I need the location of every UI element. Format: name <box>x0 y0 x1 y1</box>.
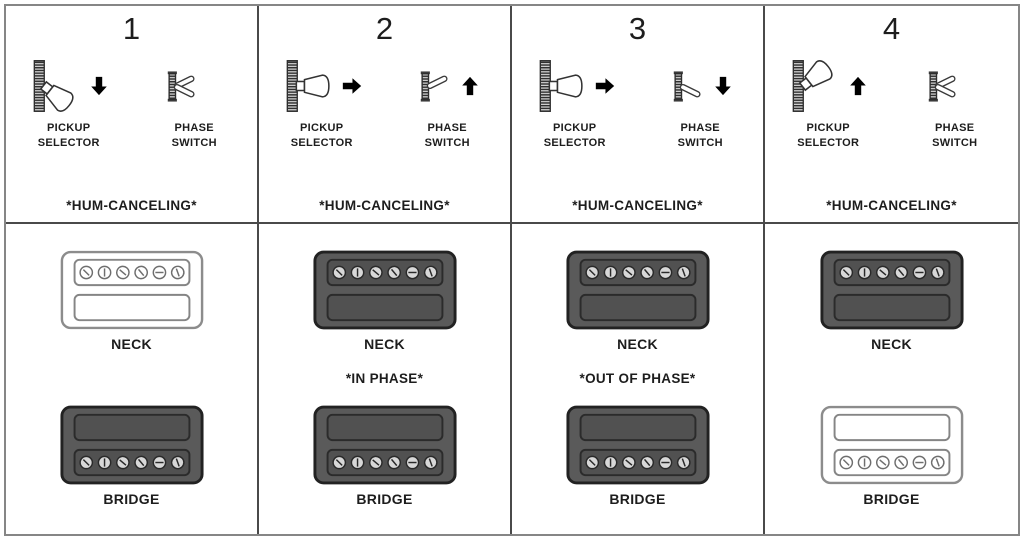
phase-switch-toggle-icon <box>168 71 195 102</box>
hum-canceling-label: *HUM-CANCELING* <box>572 198 703 213</box>
phase-switch-label: PHASE SWITCH <box>171 122 217 149</box>
neck-pickup <box>565 249 711 331</box>
pickup-selector-block: PICKUP SELECTOR <box>6 54 132 151</box>
controls-row: PICKUP SELECTOR <box>6 54 257 151</box>
pickup-selector-block: PICKUP SELECTOR <box>512 54 638 151</box>
position-number: 4 <box>882 11 901 46</box>
hum-canceling-label: *HUM-CANCELING* <box>826 198 957 213</box>
bridge-pickup <box>565 404 711 486</box>
neck-label: NECK <box>364 336 405 352</box>
phase-direction-arrow-icon <box>715 76 732 96</box>
phase-switch-label: PHASE SWITCH <box>932 122 978 149</box>
bridge-label: BRIDGE <box>356 490 413 507</box>
pickup-selector-label: PICKUP SELECTOR <box>37 122 100 149</box>
phase-note: *IN PHASE* <box>345 370 424 386</box>
pickup-selector-lever-icon <box>33 60 77 115</box>
bridge-label: BRIDGE <box>863 490 920 507</box>
phase-switch-block: PHASE SWITCH <box>638 54 764 151</box>
controls-row: PICKUP SELECTOR <box>259 54 510 151</box>
neck-label: NECK <box>871 336 912 352</box>
pickup-states-cell: NECK BRIDGE <box>6 224 257 534</box>
bridge-label: BRIDGE <box>103 490 160 507</box>
hum-canceling-label: *HUM-CANCELING* <box>319 198 450 213</box>
controls-row: PICKUP SELECTOR <box>765 54 1018 151</box>
switch-position-table: 1 PICKUP SELECTOR <box>4 4 1020 536</box>
controls-cell: 2 PICKUP SELECTOR <box>259 6 510 224</box>
neck-pickup <box>819 249 965 331</box>
hum-canceling-label: *HUM-CANCELING* <box>66 198 197 213</box>
phase-switch-toggle-icon <box>928 71 956 102</box>
phase-switch-toggle-icon <box>674 71 701 102</box>
neck-pickup <box>312 249 458 331</box>
selector-direction-arrow-icon <box>342 78 361 94</box>
bridge-pickup <box>819 404 965 486</box>
bridge-pickup <box>312 404 458 486</box>
pickup-selector-label: PICKUP SELECTOR <box>290 122 353 149</box>
phase-switch-block: PHASE SWITCH <box>385 54 511 151</box>
phase-switch-toggle-icon <box>421 71 448 102</box>
neck-label: NECK <box>111 336 152 352</box>
phase-switch-label: PHASE SWITCH <box>677 122 723 149</box>
pickup-states-cell: NECK *IN PHASE* BRIDGE <box>259 224 510 534</box>
position-number: 1 <box>122 11 141 46</box>
controls-row: PICKUP SELECTOR <box>512 54 763 151</box>
phase-direction-arrow-icon <box>462 76 479 96</box>
pickup-selector-lever-icon <box>539 60 583 113</box>
pickup-selector-block: PICKUP SELECTOR <box>765 54 892 151</box>
controls-cell: 1 PICKUP SELECTOR <box>6 6 257 224</box>
neck-pickup <box>59 249 205 331</box>
pickup-states-cell: NECK BRIDGE <box>765 224 1018 534</box>
phase-switch-block: PHASE SWITCH <box>892 54 1019 151</box>
neck-label: NECK <box>617 336 658 352</box>
selector-direction-arrow-icon <box>595 78 614 94</box>
controls-cell: 4 PICKUP SELECTOR <box>765 6 1018 224</box>
controls-cell: 3 PICKUP SELECTOR <box>512 6 763 224</box>
bridge-label: BRIDGE <box>609 490 666 507</box>
phase-switch-block: PHASE SWITCH <box>132 54 258 151</box>
pickup-selector-label: PICKUP SELECTOR <box>543 122 606 149</box>
position-column-2: 2 PICKUP SELECTOR <box>259 6 512 534</box>
phase-note: *OUT OF PHASE* <box>579 370 696 386</box>
pickup-selector-label: PICKUP SELECTOR <box>797 122 860 149</box>
selector-direction-arrow-icon <box>850 76 867 96</box>
position-column-3: 3 PICKUP SELECTOR <box>512 6 765 534</box>
pickup-states-cell: NECK *OUT OF PHASE* BRIDGE <box>512 224 763 534</box>
selector-direction-arrow-icon <box>90 76 107 96</box>
pickup-selector-block: PICKUP SELECTOR <box>259 54 385 151</box>
position-column-1: 1 PICKUP SELECTOR <box>6 6 259 534</box>
position-column-4: 4 PICKUP SELECTOR <box>765 6 1018 534</box>
position-number: 2 <box>375 11 394 46</box>
pickup-selector-lever-icon <box>286 60 330 113</box>
bridge-pickup <box>59 404 205 486</box>
position-number: 3 <box>628 11 647 46</box>
pickup-selector-lever-icon <box>792 57 836 113</box>
phase-switch-label: PHASE SWITCH <box>424 122 470 149</box>
